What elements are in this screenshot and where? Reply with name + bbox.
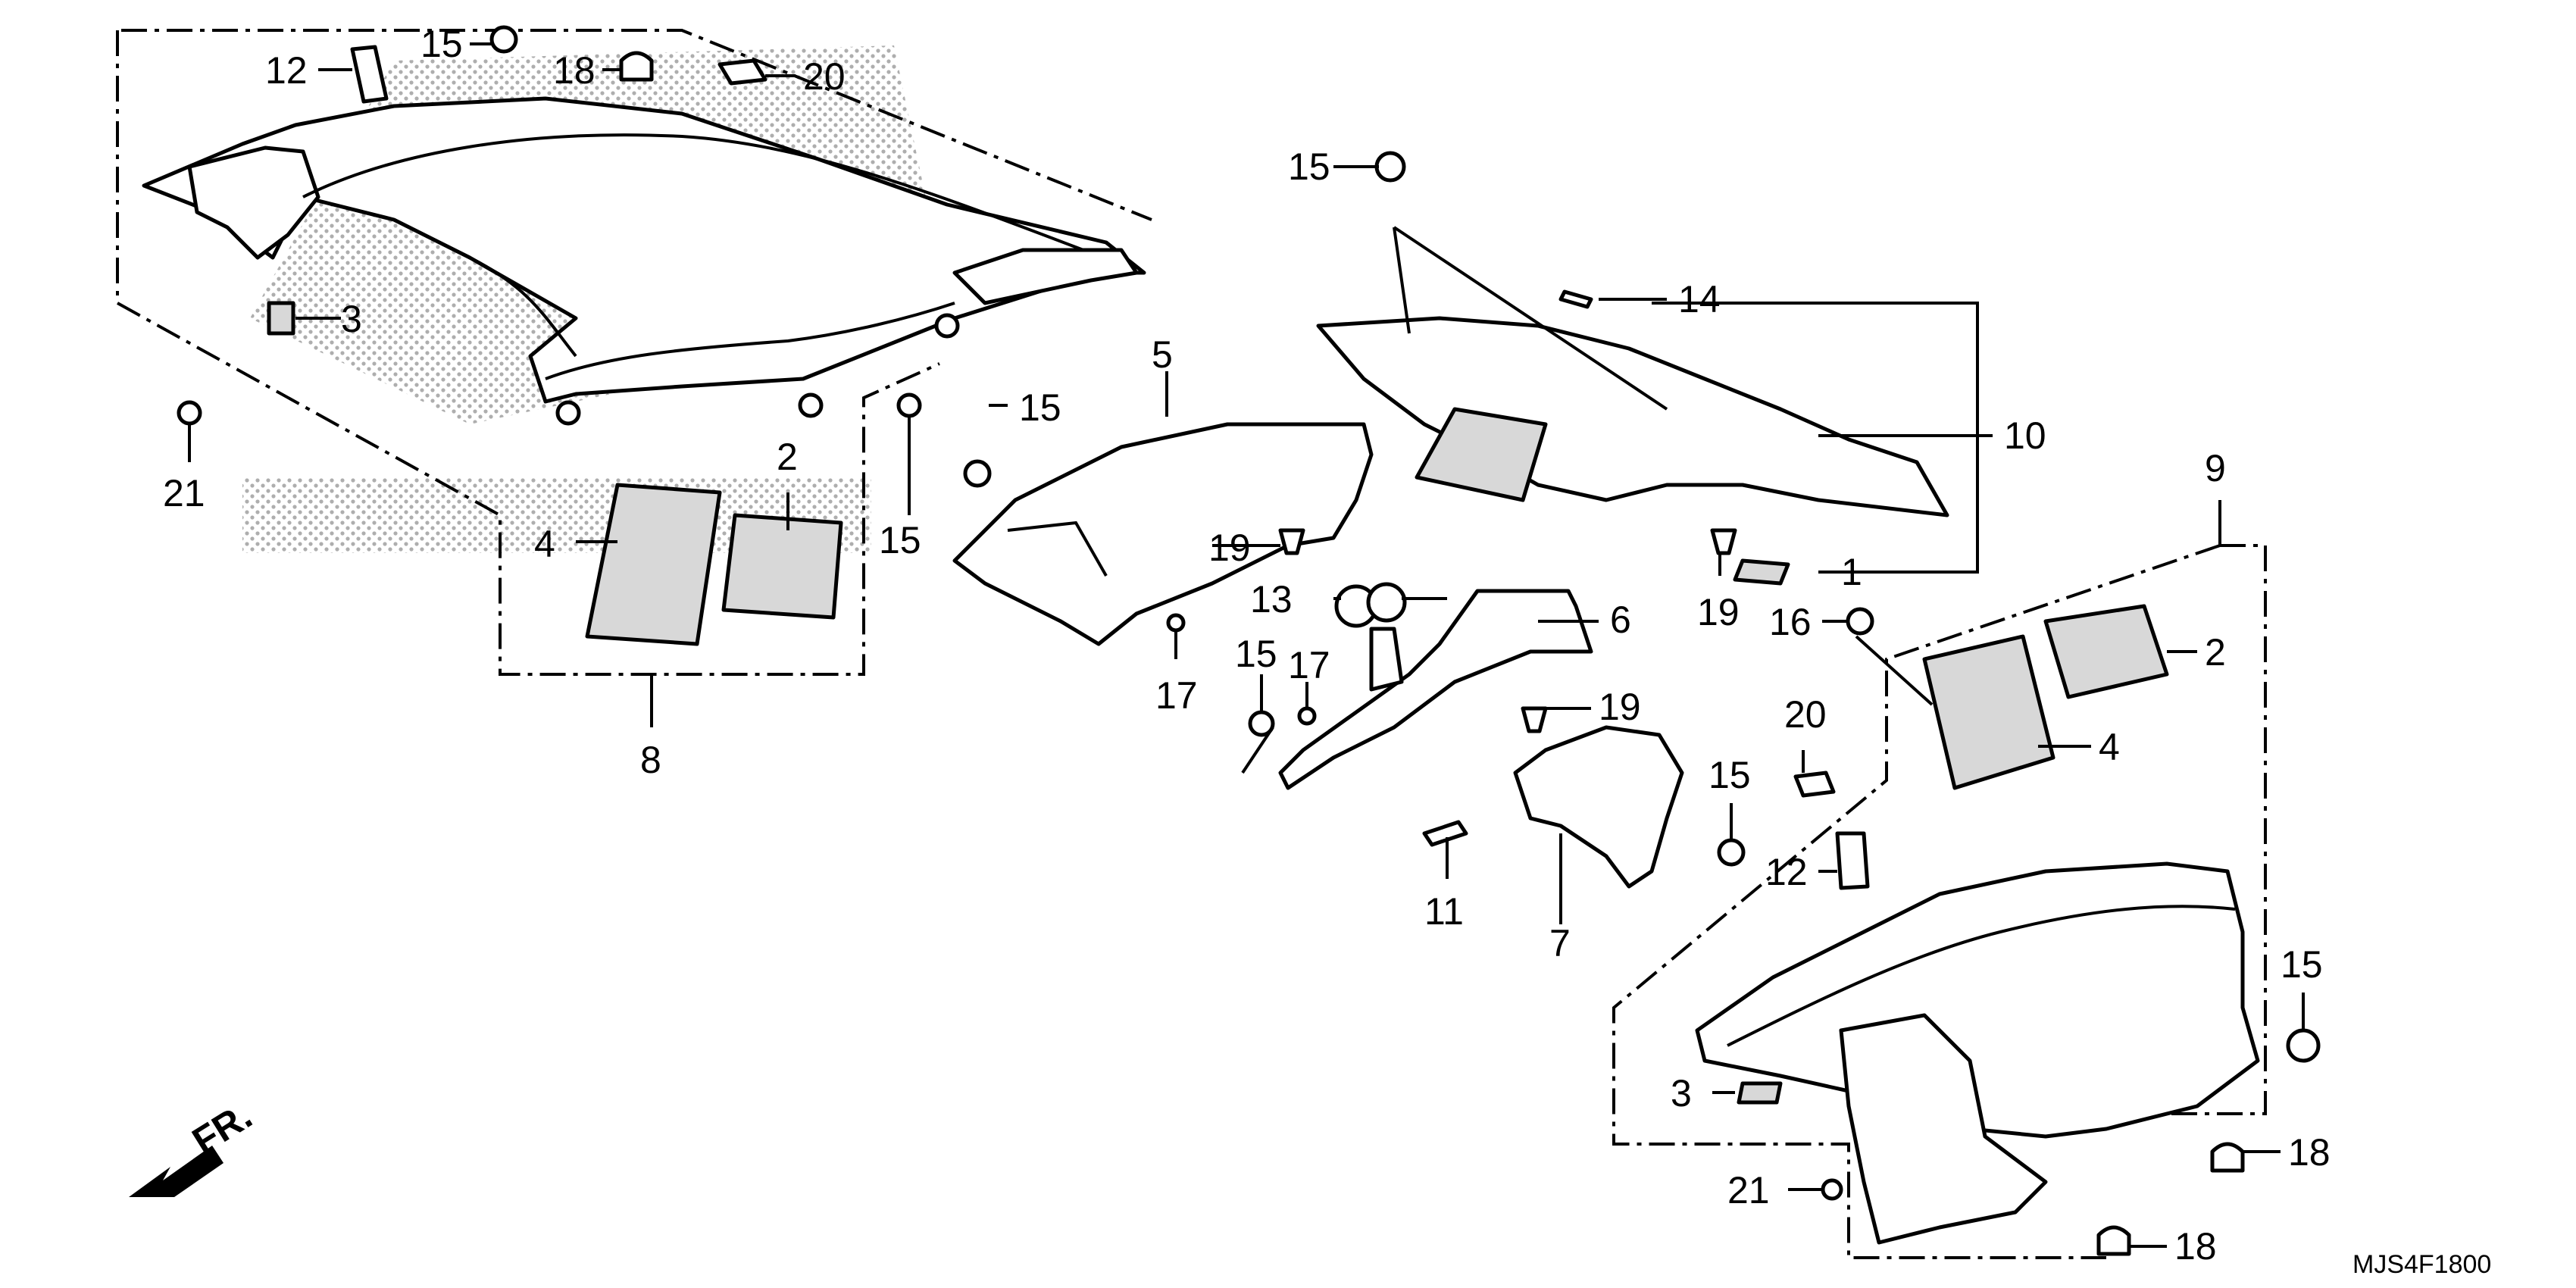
callout-15-right-b: 15 bbox=[2281, 943, 2323, 986]
key-cylinder-13 bbox=[1334, 582, 1447, 692]
rubber-12-right bbox=[1835, 831, 1870, 890]
callout-11: 11 bbox=[1424, 890, 1464, 933]
panel-10 bbox=[1316, 316, 1949, 517]
callout-10: 10 bbox=[2004, 414, 2046, 457]
clip-19-a bbox=[1278, 528, 1305, 555]
seal-14 bbox=[1558, 289, 1593, 309]
clip-19-b bbox=[1521, 706, 1548, 733]
callout-20-top: 20 bbox=[803, 55, 846, 98]
right-small-parts bbox=[1717, 771, 2321, 1256]
clip-20-top bbox=[717, 58, 767, 86]
pad-1 bbox=[1733, 558, 1790, 586]
bracket-7 bbox=[1513, 725, 1684, 889]
clip-20-right bbox=[1793, 771, 1836, 798]
screw-17-b bbox=[1297, 706, 1317, 726]
callout-19-c: 19 bbox=[1697, 591, 1740, 633]
panel-10-window bbox=[1415, 407, 1548, 502]
left-small-parts bbox=[177, 25, 992, 488]
right-lower-cover bbox=[1695, 861, 2260, 1245]
screw-15-left-c bbox=[963, 459, 992, 488]
callout-21-right: 21 bbox=[1727, 1169, 1770, 1211]
callout-4-right: 4 bbox=[2099, 726, 2120, 768]
callout-18-right-b: 18 bbox=[2174, 1225, 2217, 1268]
screw-21-left bbox=[177, 400, 202, 426]
callout-21-left: 21 bbox=[163, 472, 205, 514]
pad-3-left bbox=[267, 301, 295, 336]
callout-15-right-a: 15 bbox=[1708, 754, 1751, 796]
left-pads bbox=[585, 483, 843, 646]
screw-15-center-b bbox=[1374, 151, 1406, 183]
callout-2-right: 2 bbox=[2205, 631, 2226, 674]
pad-4-right bbox=[1922, 634, 2055, 790]
callout-15-left-b: 15 bbox=[879, 519, 921, 561]
right-pads bbox=[1737, 604, 2169, 1105]
callout-15-left-c: 15 bbox=[1019, 386, 1061, 429]
group-1-14-bracket bbox=[1652, 302, 1979, 574]
clip-19-c bbox=[1710, 528, 1737, 555]
screw-15-left-b bbox=[896, 392, 922, 418]
screw-16 bbox=[1846, 607, 1874, 636]
callout-3-left: 3 bbox=[341, 298, 362, 340]
screw-21-right bbox=[1821, 1178, 1843, 1201]
callout-9: 9 bbox=[2205, 447, 2226, 489]
callout-15-center-top: 15 bbox=[1288, 145, 1330, 188]
callout-12-right: 12 bbox=[1765, 851, 1808, 893]
grommet-18-top bbox=[619, 51, 654, 82]
callout-3-right: 3 bbox=[1671, 1072, 1692, 1114]
callout-12-left: 12 bbox=[265, 49, 308, 92]
inner-panel-5 bbox=[952, 422, 1374, 646]
group-9-bracket bbox=[1612, 544, 2267, 1259]
callout-8: 8 bbox=[640, 739, 661, 781]
screw-15-right-b bbox=[2286, 1028, 2321, 1063]
front-direction-arrow bbox=[129, 1146, 224, 1197]
pad-3-right bbox=[1737, 1081, 1783, 1105]
callout-6: 6 bbox=[1610, 599, 1631, 641]
center-small-parts bbox=[1166, 151, 1548, 847]
callout-7: 7 bbox=[1549, 922, 1571, 964]
callout-15-top: 15 bbox=[420, 23, 463, 65]
callout-19-a: 19 bbox=[1208, 527, 1251, 569]
drawing-code: MJS4F1800 bbox=[2352, 1250, 2491, 1279]
callout-17-a: 17 bbox=[1155, 674, 1198, 717]
callout-14: 14 bbox=[1678, 278, 1721, 320]
callout-13: 13 bbox=[1250, 578, 1293, 621]
screw-15-top bbox=[489, 25, 518, 54]
callout-15-center: 15 bbox=[1235, 633, 1277, 675]
pad-2-left bbox=[721, 513, 843, 620]
callout-18-top: 18 bbox=[553, 49, 596, 92]
callout-20-right: 20 bbox=[1784, 693, 1827, 736]
callout-4-left: 4 bbox=[534, 523, 555, 565]
front-direction-label: FR. bbox=[185, 1094, 259, 1162]
callout-5: 5 bbox=[1152, 333, 1173, 376]
leader-lines bbox=[188, 42, 2305, 1248]
callout-17-b: 17 bbox=[1288, 644, 1330, 686]
trim-6 bbox=[1278, 589, 1593, 790]
pad-2-right bbox=[2043, 604, 2169, 699]
group-8-bracket bbox=[116, 29, 1152, 676]
rubber-12-left bbox=[350, 45, 389, 104]
screw-15-right-a bbox=[1717, 838, 1746, 867]
callout-18-right-a: 18 bbox=[2288, 1131, 2331, 1174]
grommet-18-right-b bbox=[2096, 1225, 2131, 1256]
callout-2-left: 2 bbox=[777, 436, 798, 478]
grommet-18-right-a bbox=[2210, 1142, 2245, 1173]
screw-17-a bbox=[1166, 613, 1186, 633]
left-rear-cover-assembly bbox=[142, 96, 1146, 426]
clip-11 bbox=[1422, 820, 1468, 847]
pad-4-left bbox=[585, 483, 722, 646]
callout-16: 16 bbox=[1769, 601, 1812, 643]
callout-1: 1 bbox=[1841, 551, 1862, 593]
callout-19-b: 19 bbox=[1599, 686, 1641, 728]
